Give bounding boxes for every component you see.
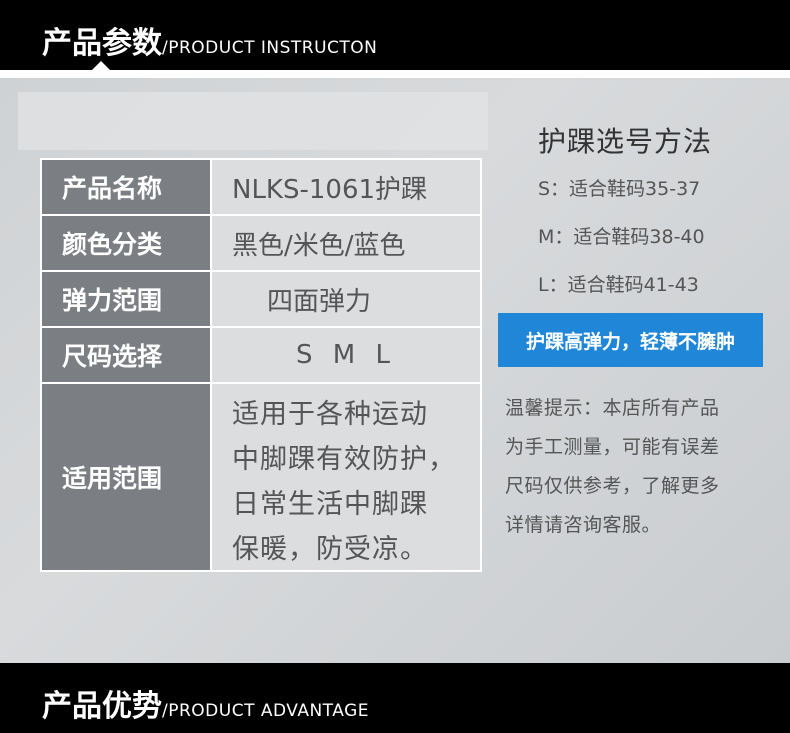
tip-line: 温馨提示：本店所有产品 bbox=[505, 397, 720, 419]
usage-line: 中脚踝有效防护， bbox=[232, 444, 456, 475]
usage-line: 适用于各种运动 bbox=[232, 399, 428, 430]
spec-row-name: 产品名称 NLKS-1061护踝 bbox=[42, 160, 480, 216]
usage-line: 保暖，防受凉。 bbox=[232, 534, 428, 565]
spec-label: 弹力范围 bbox=[42, 272, 212, 326]
size-guide-title: 护踝选号方法 bbox=[538, 125, 713, 158]
spec-label: 适用范围 bbox=[42, 384, 212, 570]
spec-row-size: 尺码选择 S M L bbox=[42, 328, 480, 384]
section-title-advantage: 产品优势/PRODUCT ADVANTAGE bbox=[42, 681, 369, 725]
spec-row-usage: 适用范围 适用于各种运动 中脚踝有效防护， 日常生活中脚踝 保暖，防受凉。 bbox=[42, 384, 480, 570]
decorative-band bbox=[18, 92, 488, 150]
tip-line: 为手工测量，可能有误差 bbox=[505, 436, 720, 458]
spec-label: 尺码选择 bbox=[42, 328, 212, 382]
spec-value-usage: 适用于各种运动 中脚踝有效防护， 日常生活中脚踝 保暖，防受凉。 bbox=[212, 384, 480, 570]
spec-value: 黑色/米色/蓝色 bbox=[212, 216, 480, 270]
spec-label: 产品名称 bbox=[42, 160, 212, 214]
header-title-text: 产品优势 bbox=[42, 689, 162, 724]
size-line-m: M：适合鞋码38-40 bbox=[538, 226, 705, 248]
spec-table: 产品名称 NLKS-1061护踝 颜色分类 黑色/米色/蓝色 弹力范围 四面弹力… bbox=[40, 158, 482, 572]
tip-line: 尺码仅供参考，了解更多 bbox=[505, 475, 720, 497]
spec-value: NLKS-1061护踝 bbox=[212, 160, 480, 214]
feature-banner: 护踝高弹力，轻薄不臃肿 bbox=[498, 313, 763, 367]
size-line-l: L：适合鞋码41-43 bbox=[538, 274, 699, 296]
header-subtitle: /PRODUCT INSTRUCTON bbox=[162, 38, 378, 58]
tip-line: 详情请咨询客服。 bbox=[505, 514, 662, 536]
header-top: 产品参数/PRODUCT INSTRUCTON bbox=[0, 0, 790, 70]
spec-row-color: 颜色分类 黑色/米色/蓝色 bbox=[42, 216, 480, 272]
size-line-s: S：适合鞋码35-37 bbox=[538, 178, 701, 200]
spec-value: 四面弹力 bbox=[212, 272, 480, 326]
header-bottom: 产品优势/PRODUCT ADVANTAGE bbox=[0, 663, 790, 733]
usage-line: 日常生活中脚踝 bbox=[232, 489, 428, 520]
header-title-text: 产品参数 bbox=[42, 26, 162, 61]
spec-row-elasticity: 弹力范围 四面弹力 bbox=[42, 272, 480, 328]
spec-label: 颜色分类 bbox=[42, 216, 212, 270]
header-subtitle: /PRODUCT ADVANTAGE bbox=[162, 701, 369, 721]
section-title-params: 产品参数/PRODUCT INSTRUCTON bbox=[42, 18, 377, 62]
header-notch bbox=[92, 61, 110, 70]
spec-value: S M L bbox=[212, 328, 480, 382]
divider bbox=[0, 70, 790, 78]
